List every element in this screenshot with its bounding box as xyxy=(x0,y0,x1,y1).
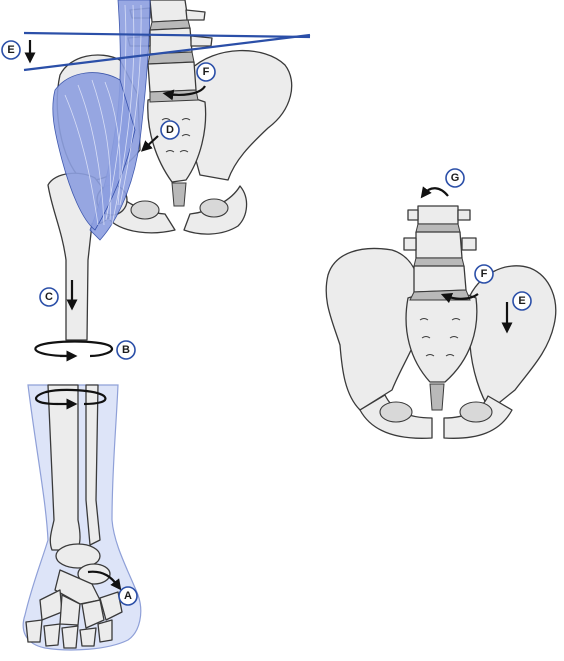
arrow-f-right xyxy=(440,292,479,304)
arrow-shin-rotation xyxy=(35,388,107,410)
arrow-b-rotation xyxy=(34,340,113,362)
label-b: B xyxy=(116,340,136,360)
sacrum xyxy=(147,96,207,183)
label-f-right-text: F xyxy=(481,268,488,280)
label-e-top-text: E xyxy=(7,44,14,56)
tibia xyxy=(47,384,81,551)
foot-bones xyxy=(25,543,123,649)
right-pelvis-group xyxy=(325,205,557,439)
lumbar-spine-right xyxy=(403,205,477,301)
obturator-foramen-right xyxy=(199,198,229,218)
left-pelvis-group xyxy=(47,0,293,341)
right-pelvis-sacrum xyxy=(405,291,478,383)
label-b-text: B xyxy=(122,344,130,356)
right-pelvis-left-wing xyxy=(325,247,423,411)
label-f-right: F xyxy=(474,264,494,284)
arrow-a xyxy=(87,570,122,591)
label-c: C xyxy=(39,287,59,307)
label-c-text: C xyxy=(45,291,53,303)
fibula xyxy=(85,384,101,546)
label-d-text: D xyxy=(166,124,174,136)
right-sacral-foramina xyxy=(419,318,461,357)
label-e-top: E xyxy=(1,40,21,60)
label-g-text: G xyxy=(451,172,460,184)
label-g: G xyxy=(445,168,465,188)
right-obturator-left xyxy=(379,401,413,423)
label-f-left-text: F xyxy=(203,66,210,78)
obturator-foramen-left xyxy=(130,200,160,220)
arrow-g xyxy=(420,186,449,199)
label-d: D xyxy=(160,120,180,140)
label-f-left: F xyxy=(196,62,216,82)
arrow-d xyxy=(140,135,159,152)
right-coccyx xyxy=(429,383,445,411)
label-e-right: E xyxy=(512,291,532,311)
right-iliac-wing xyxy=(184,49,293,181)
coccyx xyxy=(171,182,187,207)
label-a: A xyxy=(118,586,138,606)
reference-line-lower xyxy=(23,33,311,72)
psoas-iliacus-muscle xyxy=(52,0,151,241)
right-obturator-right xyxy=(459,401,493,423)
label-e-right-text: E xyxy=(518,295,525,307)
label-a-text: A xyxy=(124,590,132,602)
arrow-f-left xyxy=(162,85,206,101)
right-pelvis-right-wing xyxy=(467,265,557,411)
reference-line-upper xyxy=(23,31,311,39)
lower-leg-group xyxy=(22,384,142,651)
